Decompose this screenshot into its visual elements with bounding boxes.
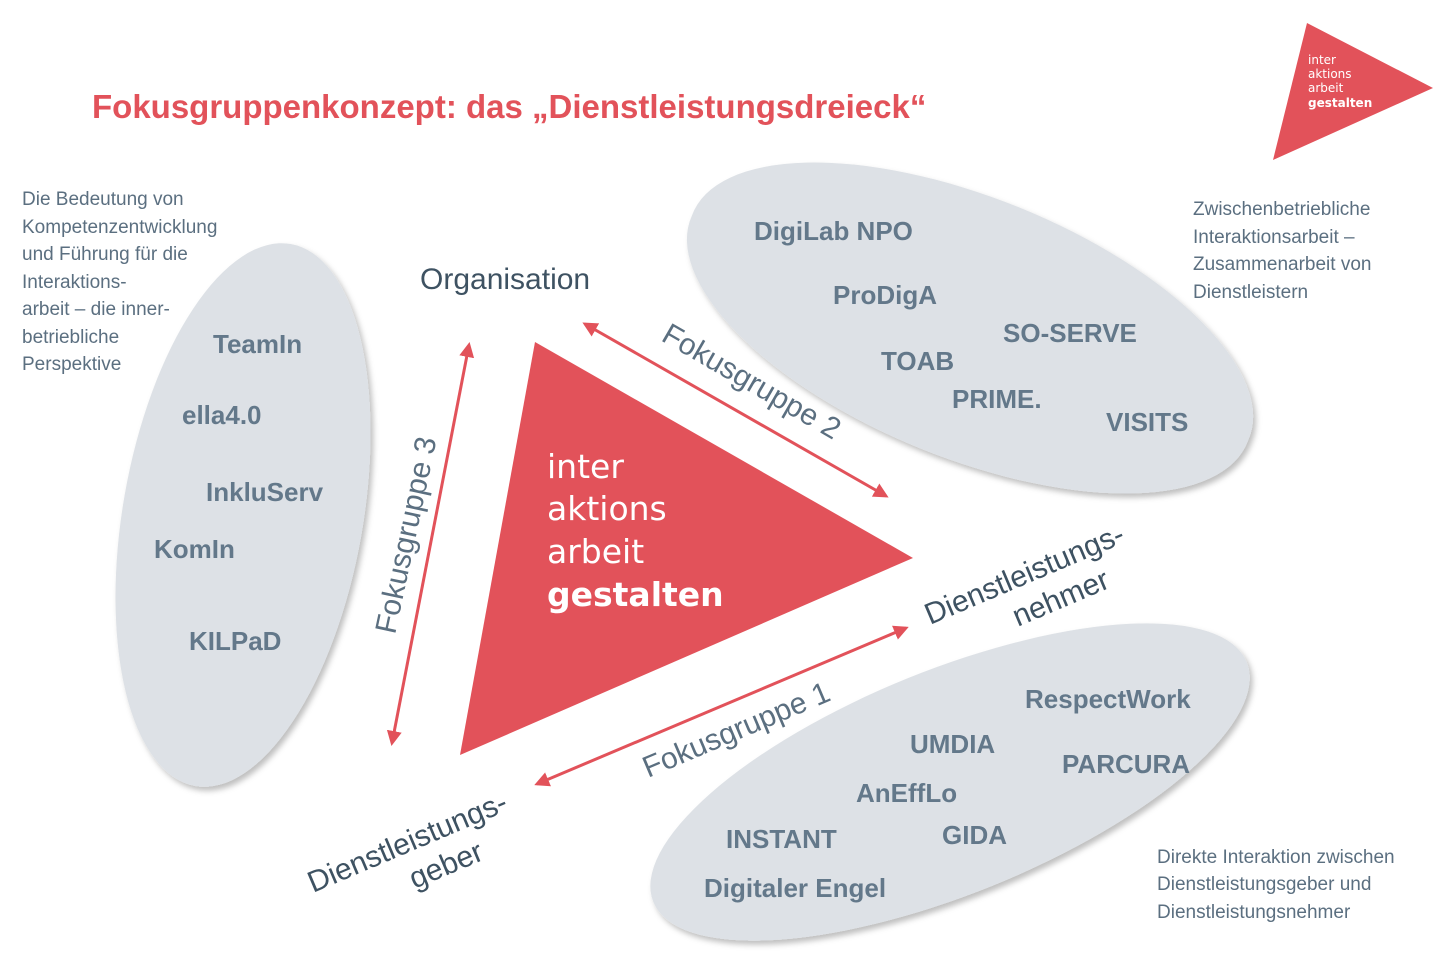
logo-line: gestalten [1308, 96, 1372, 110]
project-label: PRIME. [952, 384, 1042, 414]
role-dienstleistungsgeber: Dienstleistungs- geber [303, 786, 512, 900]
svg-text:aktions: aktions [547, 489, 667, 528]
logo: inter aktions arbeit gestalten [1273, 23, 1433, 160]
project-label: ProDigA [833, 280, 937, 310]
project-label: RespectWork [1025, 684, 1191, 714]
project-label: KomIn [154, 534, 235, 564]
svg-text:Dienstleistungs-: Dienstleistungs- [303, 786, 512, 900]
note-bottom-right: Direkte Interaktion zwischen Dienstleist… [1157, 847, 1395, 923]
svg-text:Zwischenbetriebliche: Zwischenbetriebliche [1193, 199, 1370, 220]
svg-text:Dienstleistungsgeber und: Dienstleistungsgeber und [1157, 874, 1371, 895]
project-label: TeamIn [213, 329, 302, 359]
projects-fokusgruppe-1: RespectWork UMDIA PARCURA AnEffLo GIDA I… [704, 684, 1191, 903]
role-organisation: Organisation [420, 263, 590, 296]
svg-text:Zusammenarbeit von: Zusammenarbeit von [1193, 254, 1371, 275]
svg-text:inter: inter [547, 447, 624, 486]
note-left: Die Bedeutung von Kompetenzentwicklung u… [22, 189, 217, 375]
svg-text:und Führung für die: und Führung für die [22, 244, 188, 265]
svg-text:Direkte Interaktion zwischen: Direkte Interaktion zwischen [1157, 847, 1395, 868]
projects-fokusgruppe-3: TeamIn ella4.0 InkluServ KomIn KILPaD [154, 329, 324, 656]
project-label: Digitaler Engel [704, 873, 886, 903]
project-label: GIDA [942, 820, 1007, 850]
project-label: InkluServ [206, 477, 324, 507]
note-top-right: Zwischenbetriebliche Interaktionsarbeit … [1193, 199, 1371, 303]
project-label: KILPaD [189, 626, 281, 656]
project-label: AnEffLo [856, 778, 957, 808]
ellipse-fokusgruppe-2 [686, 162, 1254, 494]
logo-line: inter [1308, 53, 1336, 67]
ellipse-fokusgruppe-3 [115, 243, 371, 787]
project-label: SO-SERVE [1003, 318, 1137, 348]
svg-text:Dienstleistungsnehmer: Dienstleistungsnehmer [1157, 902, 1351, 923]
project-label: VISITS [1106, 407, 1188, 437]
svg-text:Dienstleistern: Dienstleistern [1193, 282, 1308, 303]
arrow-fokusgruppe-3 [386, 342, 475, 746]
svg-text:Kompetenzentwicklung: Kompetenzentwicklung [22, 217, 217, 238]
project-label: DigiLab NPO [754, 216, 913, 246]
project-label: ella4.0 [182, 400, 262, 430]
logo-line: aktions [1308, 67, 1352, 81]
svg-text:Perspektive: Perspektive [22, 354, 121, 375]
project-label: TOAB [881, 346, 954, 376]
ellipse-fokusgruppe-1 [650, 623, 1250, 941]
svg-text:betriebliche: betriebliche [22, 327, 119, 348]
project-label: INSTANT [726, 824, 837, 854]
svg-text:Die Bedeutung von: Die Bedeutung von [22, 189, 184, 210]
page-title: Fokusgruppenkonzept: das „Dienstleistung… [92, 88, 926, 125]
project-label: UMDIA [910, 729, 995, 759]
svg-text:Interaktions-: Interaktions- [22, 272, 127, 293]
svg-text:Interaktionsarbeit –: Interaktionsarbeit – [1193, 227, 1355, 248]
projects-fokusgruppe-2: DigiLab NPO ProDigA SO-SERVE TOAB PRIME.… [754, 216, 1188, 437]
arrow-fokusgruppe-1 [534, 625, 909, 787]
svg-text:arbeit – die inner-: arbeit – die inner- [22, 299, 170, 320]
arrow-fokusgruppe-2 [582, 322, 889, 498]
project-label: PARCURA [1062, 749, 1190, 779]
svg-text:gestalten: gestalten [547, 575, 724, 614]
logo-line: arbeit [1308, 81, 1344, 95]
svg-text:arbeit: arbeit [547, 532, 644, 571]
